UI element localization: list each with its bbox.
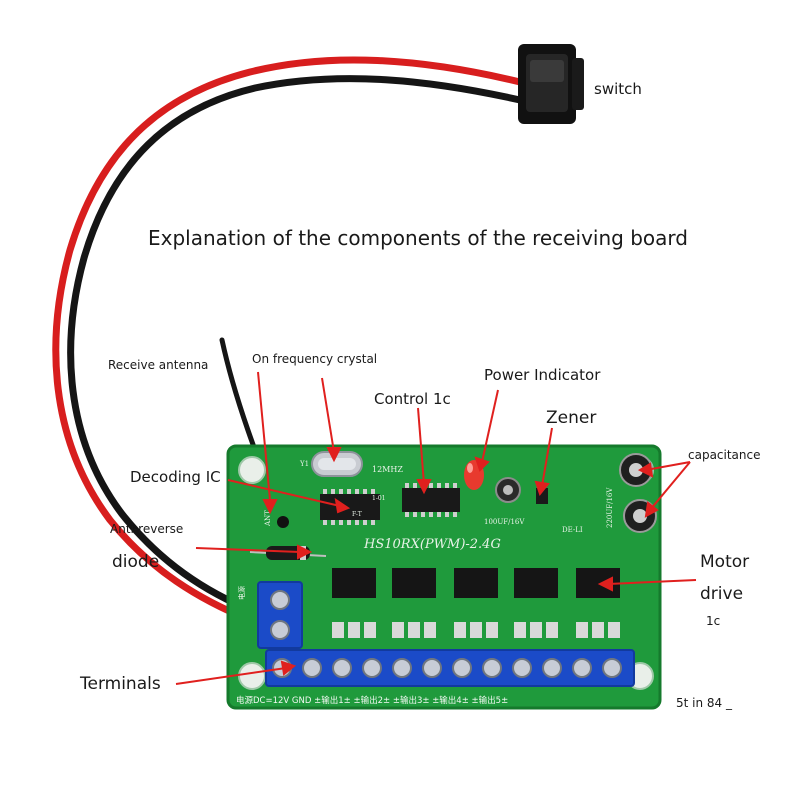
label-control-ic: Control 1c [374, 390, 451, 408]
crystal [311, 451, 363, 477]
control-ic [402, 483, 460, 517]
label-decoding-ic: Decoding IC [130, 468, 221, 486]
silk-cap220: 220UF/16V [606, 487, 614, 528]
smd-components [332, 622, 620, 638]
silk-deli: DE-LI [562, 526, 583, 534]
capacitor-top [619, 453, 653, 487]
label-zener: Zener [546, 408, 597, 428]
label-receive-antenna: Receive antenna [108, 358, 209, 372]
label-capacitance: capacitance [688, 448, 761, 462]
silk-bottom-row: 电源DC=12V GND ±输出1± ±输出2± ±输出3± ±输出4± ±输出… [236, 695, 508, 706]
label-crystal: On frequency crystal [252, 352, 378, 366]
label-switch: switch [594, 80, 642, 98]
capacitor-small [495, 477, 521, 503]
label-motor: Motor [700, 552, 750, 572]
label-terminals: Terminals [80, 674, 161, 694]
rocker-switch [518, 44, 584, 124]
label-drive: drive [700, 584, 744, 604]
power-terminal [257, 581, 303, 649]
silk-crystal: 12MHZ [372, 465, 403, 474]
label-motor-ic: 1c [706, 614, 721, 628]
label-diode: diode [112, 552, 160, 572]
silk-power-jack: 电源 [237, 586, 246, 600]
silk-ant: ANT [264, 510, 272, 527]
page-title: Explanation of the components of the rec… [148, 226, 688, 250]
silk-model: HS10RX(PWM)-2.4G [363, 537, 501, 552]
silk-cap100: 100UF/16V [484, 518, 525, 526]
label-power-indicator: Power Indicator [484, 366, 601, 384]
motor-driver-ics [332, 568, 620, 598]
silk-ic-code: F-T [352, 511, 362, 518]
label-anti-reverse: Anti-reverse [110, 522, 184, 536]
silk-y1: Y1 [299, 460, 309, 468]
label-footnote: 5t in 84 _ [676, 696, 732, 710]
silk-resistor: 1-01 [372, 495, 385, 502]
decoding-ic [320, 489, 380, 525]
output-terminal-strip [265, 649, 635, 687]
annotation-arrows [175, 371, 697, 685]
